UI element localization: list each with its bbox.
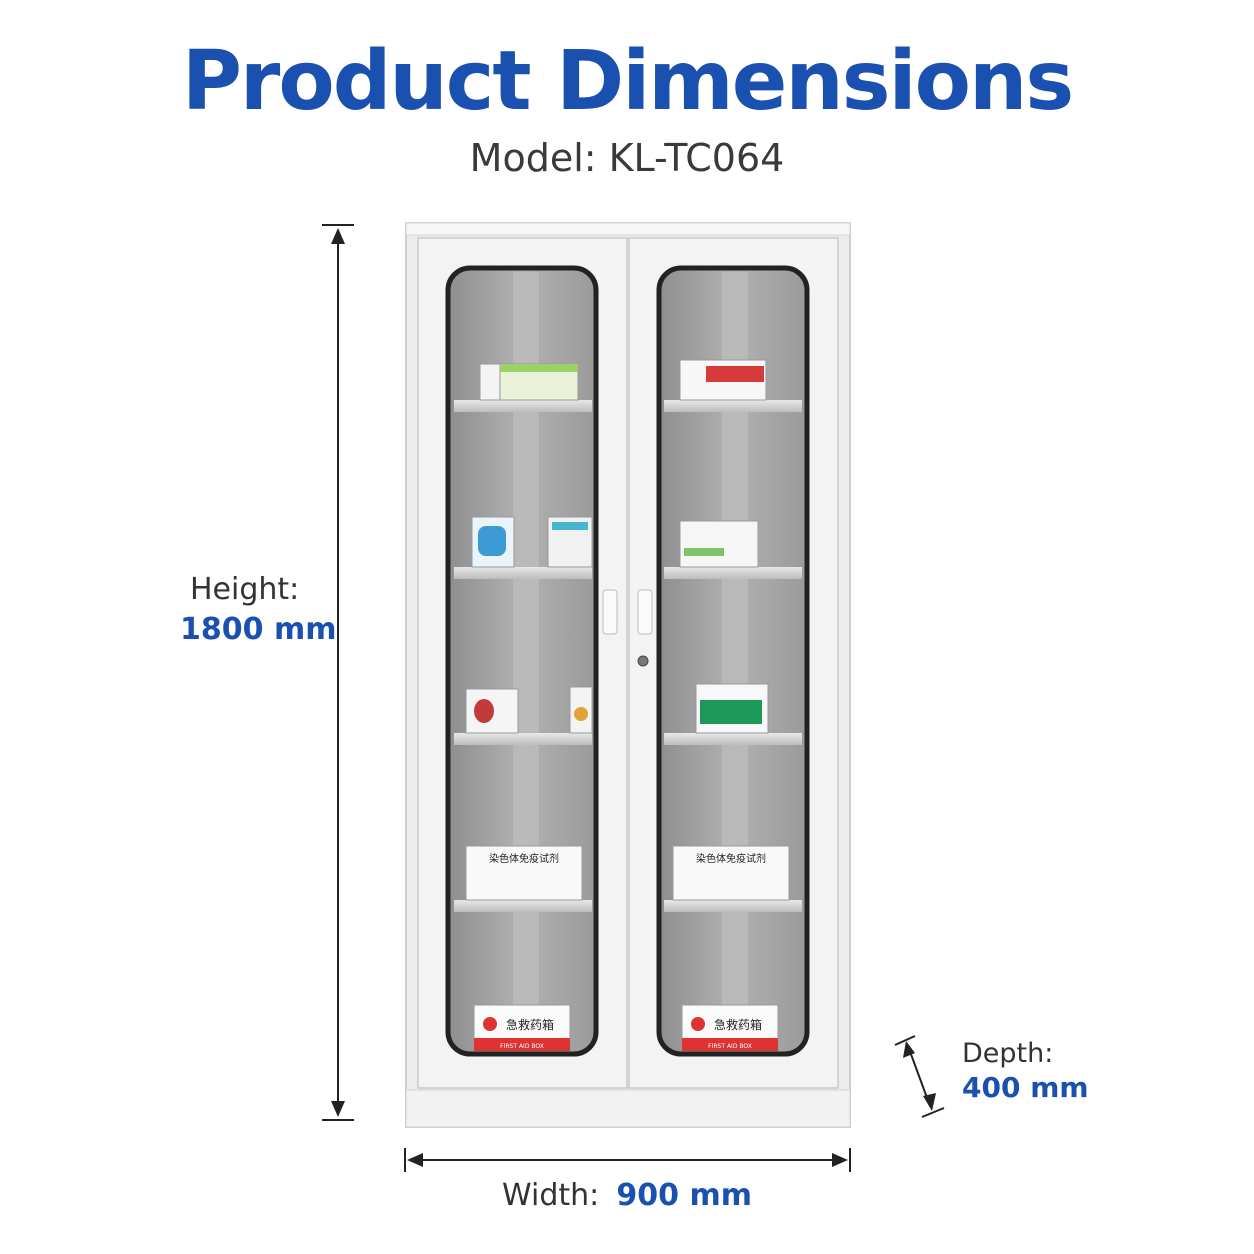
kit-box-label-right: 染色体免疫试剂 xyxy=(696,852,766,865)
page-title: Product Dimensions xyxy=(181,34,1074,129)
model-number: Model: KL-TC064 xyxy=(469,136,785,180)
width-label: Width: xyxy=(502,1178,600,1213)
width-value: 900 mm xyxy=(616,1178,752,1213)
height-dimension-line xyxy=(322,224,354,1121)
height-label: Height: xyxy=(190,572,300,607)
height-value: 1800 mm xyxy=(180,612,337,647)
first-aid-label-right: 急救药箱 xyxy=(714,1017,762,1032)
width-dimension-line xyxy=(404,1148,851,1172)
first-aid-sub-right: FIRST AID BOX xyxy=(708,1043,752,1050)
kit-box-label-left: 染色体免疫试剂 xyxy=(489,852,559,865)
cabinet xyxy=(405,222,851,1128)
first-aid-sub-left: FIRST AID BOX xyxy=(500,1043,544,1050)
width-annotation: Width: 900 mm xyxy=(0,1176,1254,1216)
first-aid-label-left: 急救药箱 xyxy=(506,1017,554,1032)
depth-value: 400 mm xyxy=(962,1071,1089,1104)
depth-dimension-line xyxy=(894,1035,945,1118)
depth-label: Depth: xyxy=(962,1038,1054,1069)
